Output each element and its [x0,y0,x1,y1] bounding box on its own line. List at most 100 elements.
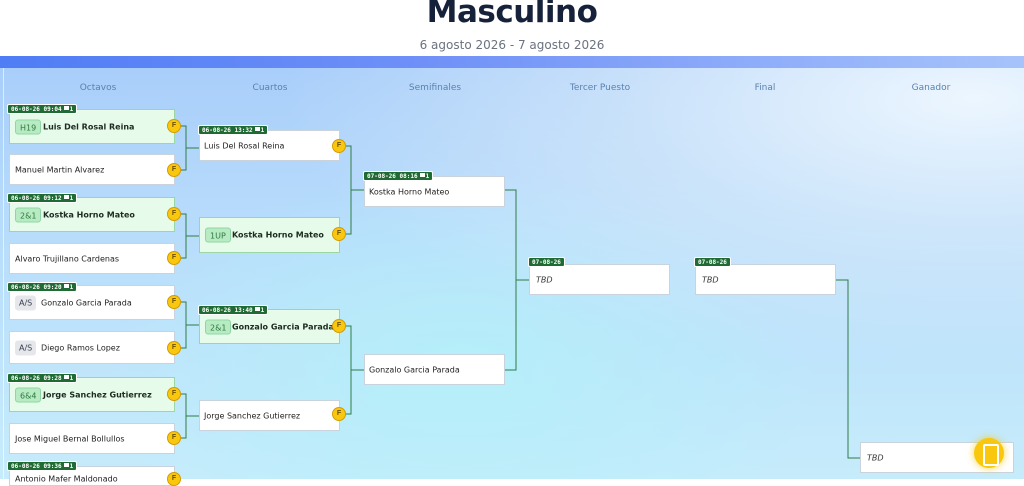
connector-cua2 [340,325,364,415]
match-semis-player-2[interactable]: Gonzalo Garcia Parada [364,354,505,385]
score-badge: 2&1 [15,207,42,222]
player-name: Luis Del Rosal Reina [43,122,135,131]
connector-semi [505,189,529,371]
tag-court: 1 [260,307,265,314]
match-final-schedule-tag: 07-08-26 [694,257,731,267]
match-octavos-5-p1-f-button[interactable]: F [167,472,181,486]
match-octavos-2-p2-f-button[interactable]: F [167,251,181,265]
player-name: Diego Ramos Lopez [41,343,120,352]
player-name: Jose Miguel Bernal Bollullos [15,434,125,443]
player-name: Luis Del Rosal Reina [204,141,285,150]
tag-date: 06-08-26 [11,106,40,113]
match-octavos-3-p2-f-button[interactable]: F [167,341,181,355]
column-label-ganador: Ganador [911,83,951,93]
flag-icon [419,173,425,177]
player-name: Kostka Horno Mateo [232,230,324,240]
tag-date: 06-08-26 [11,375,40,382]
player-name: Gonzalo Garcia Parada [232,322,334,331]
page-title: Masculino [426,0,598,30]
player-name: Gonzalo Garcia Parada [41,298,132,307]
match-octavos-1-player-2[interactable]: Manuel Martin Alvarez [9,154,175,185]
match-cuartos-2-p1-f-button[interactable]: F [332,319,346,333]
tag-court: 1 [260,127,265,134]
player-name: TBD [536,275,553,284]
match-octavos-2-player-1[interactable]: 2&1 Kostka Horno Mateo [9,197,175,232]
score-badge: H19 [15,119,42,134]
connector-final [836,279,860,459]
match-semis-player-1[interactable]: Kostka Horno Mateo [364,176,505,207]
player-name: Kostka Horno Mateo [43,210,135,219]
column-label-cuartos: Cuartos [252,83,288,93]
player-name: Antonio Mafer Maldonado [15,474,118,484]
connector-oct2 [175,213,199,259]
tag-time: 13:40 [234,307,253,314]
tag-court: 1 [69,106,74,113]
tag-date: 06-08-26 [202,127,231,134]
tag-court: 1 [425,173,430,180]
flag-icon [254,307,260,311]
match-octavos-4-p1-f-button[interactable]: F [167,387,181,401]
tag-court: 1 [69,195,74,202]
match-octavos-5-schedule-tag: 06-08-26 09:36 1 [7,461,78,471]
score-badge: A/S [15,295,37,310]
flag-icon [254,127,260,131]
tag-date: 07-08-26 [698,259,727,266]
match-octavos-2-p1-f-button[interactable]: F [167,207,181,221]
player-name: Jorge Sanchez Gutierrez [43,390,152,399]
tag-date: 06-08-26 [11,195,40,202]
match-octavos-2-player-2[interactable]: Alvaro Trujillano Cardenas [9,243,175,274]
match-cuartos-2-schedule-tag: 06-08-26 13:40 1 [198,305,269,315]
match-cuartos-2-player-2[interactable]: Jorge Sanchez Gutierrez [199,400,340,431]
match-cuartos-1-p2-f-button[interactable]: F [332,227,346,241]
flag-icon [63,375,69,379]
tag-time: 08:16 [399,173,418,180]
bracket-frame [3,68,1024,479]
match-octavos-4-player-2[interactable]: Jose Miguel Bernal Bollullos [9,423,175,454]
event-dates: 6 agosto 2026 - 7 agosto 2026 [419,38,605,52]
flag-icon [63,106,69,110]
match-tercer-puesto-schedule-tag: 07-08-26 [528,257,565,267]
score-badge: 2&1 [205,319,232,334]
player-name: Manuel Martin Alvarez [15,165,105,174]
tag-court: 1 [69,375,74,382]
match-octavos-1-p2-f-button[interactable]: F [167,163,181,177]
match-cuartos-1-player-1[interactable]: Luis Del Rosal Reina [199,130,340,161]
column-label-tercer: Tercer Puesto [569,83,631,93]
player-name: TBD [702,275,719,284]
tag-date: 07-08-26 [367,173,396,180]
tag-court: 1 [69,284,74,291]
score-badge: 6&4 [15,387,42,402]
tag-time: 09:04 [43,106,62,113]
score-badge: 1UP [205,227,231,243]
connector-cua1 [340,145,364,235]
tag-date: 06-08-26 [11,284,40,291]
tag-court: 1 [69,463,74,470]
match-octavos-1-schedule-tag: 06-08-26 09:04 1 [7,104,78,114]
match-tercer-puesto-player-1[interactable]: TBD [529,264,670,295]
player-name: Gonzalo Garcia Parada [369,365,460,374]
tag-time: 09:36 [43,463,62,470]
match-cuartos-1-player-2[interactable]: 1UP Kostka Horno Mateo [199,217,340,253]
tag-date: 06-08-26 [202,307,231,314]
tag-time: 09:20 [43,284,62,291]
match-cuartos-1-p1-f-button[interactable]: F [332,139,346,153]
connector-oct4 [175,393,199,439]
bracket-top-bar [0,56,1024,68]
page-header: Masculino 6 agosto 2026 - 7 agosto 2026 [0,0,1024,58]
flag-icon [63,463,69,467]
match-cuartos-2-p2-f-button[interactable]: F [332,407,346,421]
match-final-player-1[interactable]: TBD [695,264,836,295]
tag-date: 06-08-26 [11,463,40,470]
flag-icon [63,284,69,288]
tag-date: 07-08-26 [532,259,561,266]
match-octavos-3-player-2[interactable]: A/S Diego Ramos Lopez [9,331,175,364]
match-octavos-1-player-1[interactable]: H19 Luis Del Rosal Reina [9,109,175,144]
player-name: Kostka Horno Mateo [369,187,450,196]
match-octavos-4-p2-f-button[interactable]: F [167,431,181,445]
match-octavos-1-p1-f-button[interactable]: F [167,119,181,133]
match-octavos-3-p1-f-button[interactable]: F [167,295,181,309]
winner-name: TBD [867,453,884,462]
column-label-octavos: Octavos [79,83,117,93]
column-label-final: Final [754,83,776,93]
